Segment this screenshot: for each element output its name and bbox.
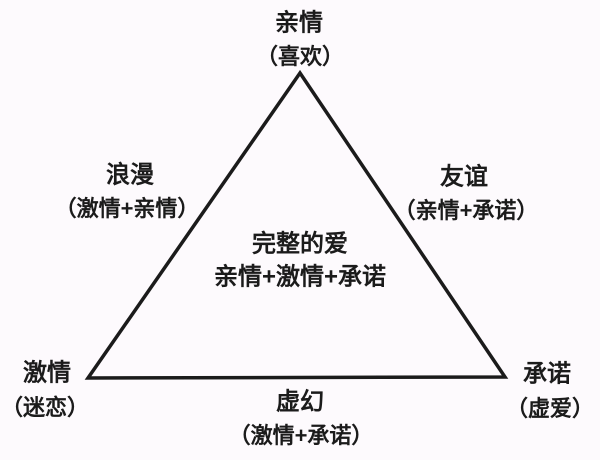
label-right-title: 友谊	[440, 163, 488, 191]
label-bottom-left-sub: （迷恋）	[0, 395, 90, 420]
label-bottom-center-title: 虚幻	[276, 388, 324, 416]
label-left-sub: （激情+亲情）	[54, 196, 200, 221]
label-bottom-right-title: 承诺	[523, 360, 571, 388]
label-right-sub: （亲情+承诺）	[393, 198, 539, 223]
label-bottom-center-sub: （激情+承诺）	[228, 423, 374, 448]
triangle-shape	[84, 69, 509, 380]
label-bottom-left-title: 激情	[23, 359, 71, 387]
label-bottom-right-sub: （虚爱）	[505, 396, 595, 421]
label-center-title: 完整的爱	[252, 230, 348, 258]
label-top-sub: （喜欢）	[255, 44, 345, 69]
label-top-title: 亲情	[275, 9, 323, 37]
label-center-sub: 亲情+激情+承诺	[213, 263, 387, 291]
label-left-title: 浪漫	[106, 161, 154, 189]
